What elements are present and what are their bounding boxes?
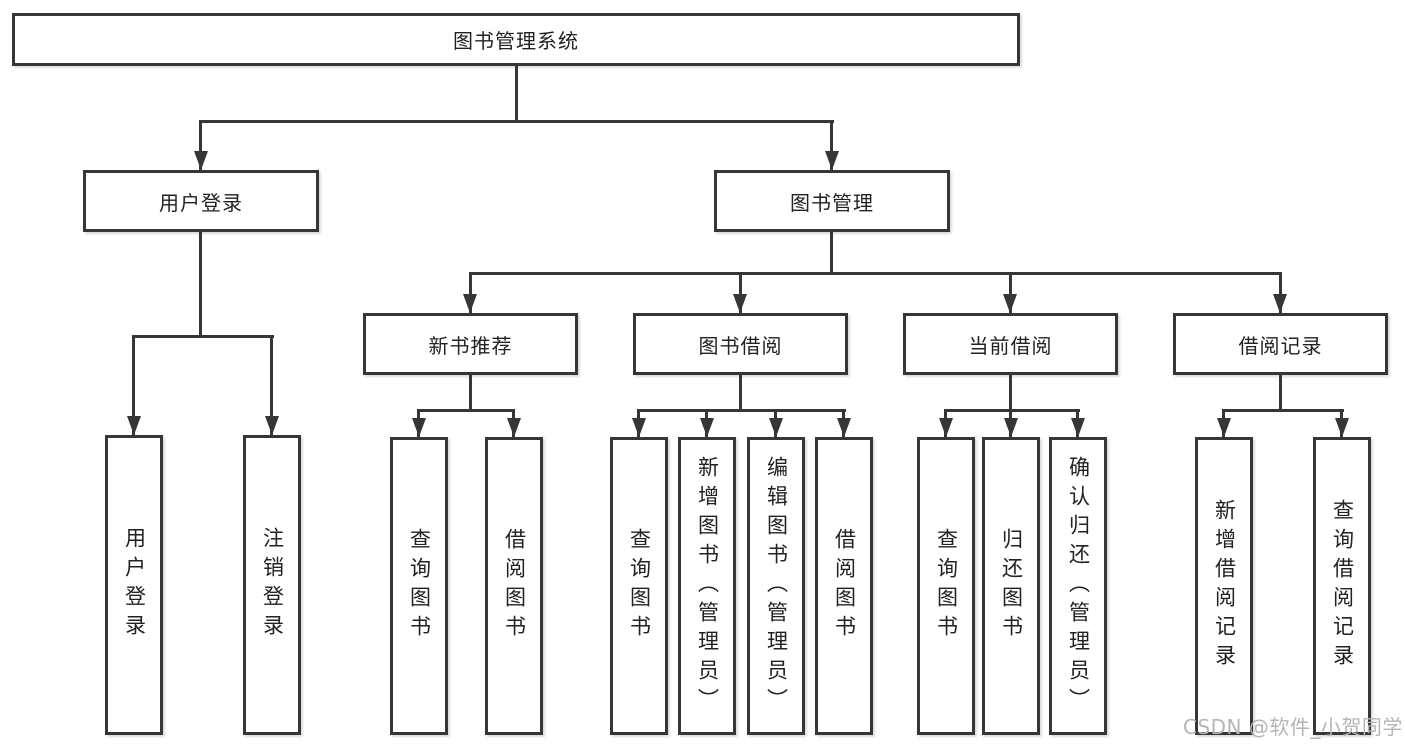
node-current-borrow-label: 当前借阅 — [968, 333, 1053, 358]
arrow-down-icon — [507, 418, 521, 437]
leaf-bb-edit-books-label: 编辑图书（管理员） — [764, 455, 789, 717]
arrow-down-icon — [632, 418, 646, 437]
node-current-borrow: 当前借阅 — [903, 313, 1118, 375]
leaf-cb-query-books: 查询图书 — [917, 437, 975, 735]
connector-line — [199, 232, 202, 335]
leaf-bb-edit-books: 编辑图书（管理员） — [747, 437, 805, 735]
arrow-down-icon — [412, 418, 426, 437]
leaf-bb-query-books-label: 查询图书 — [627, 528, 652, 644]
connector-line — [830, 232, 833, 272]
arrow-down-icon — [939, 418, 953, 437]
connector-line — [469, 272, 472, 313]
leaf-logout: 注销登录 — [243, 435, 301, 735]
connector-line — [1009, 375, 1012, 409]
leaf-br-add-record: 新增借阅记录 — [1195, 437, 1253, 735]
connector-line — [1222, 409, 1344, 412]
node-user-login-label: 用户登录 — [159, 190, 243, 215]
node-user-login: 用户登录 — [83, 170, 319, 232]
arrow-down-icon — [194, 151, 208, 170]
arrow-down-icon — [825, 151, 839, 170]
leaf-user-login: 用户登录 — [105, 435, 163, 735]
leaf-bb-query-books: 查询图书 — [610, 437, 668, 735]
leaf-cb-return-books-label: 归还图书 — [999, 528, 1024, 644]
leaf-cb-return-books: 归还图书 — [982, 437, 1040, 735]
connector-line — [739, 272, 742, 313]
arrow-down-icon — [265, 416, 279, 435]
node-book-borrow: 图书借阅 — [633, 313, 848, 375]
node-borrow-records-label: 借阅记录 — [1238, 333, 1323, 358]
leaf-logout-label: 注销登录 — [260, 527, 285, 643]
leaf-nb-query-books: 查询图书 — [390, 437, 448, 735]
leaf-cb-confirm-return: 确认归还（管理员） — [1049, 437, 1107, 735]
arrow-down-icon — [769, 418, 783, 437]
connector-line — [1279, 272, 1282, 313]
leaf-user-login-label: 用户登录 — [122, 527, 147, 643]
connector-line — [417, 409, 515, 412]
connector-line — [270, 335, 273, 435]
arrow-down-icon — [463, 294, 477, 313]
leaf-bb-add-books: 新增图书（管理员） — [678, 437, 736, 735]
leaf-nb-borrow-books-label: 借阅图书 — [502, 528, 527, 644]
leaf-bb-borrow-books-label: 借阅图书 — [832, 528, 857, 644]
arrow-down-icon — [733, 294, 747, 313]
connector-line — [944, 409, 1080, 412]
connector-line — [830, 120, 833, 170]
arrow-down-icon — [1273, 294, 1287, 313]
arrow-down-icon — [1071, 418, 1085, 437]
connector-line — [1009, 272, 1012, 313]
csdn-watermark: CSDN @软件_小贺同学 — [1183, 715, 1403, 739]
arrow-down-icon — [837, 418, 851, 437]
arrow-down-icon — [127, 416, 141, 435]
connector-line — [637, 409, 846, 412]
connector-line — [132, 335, 274, 338]
leaf-nb-borrow-books: 借阅图书 — [485, 437, 543, 735]
leaf-nb-query-books-label: 查询图书 — [407, 528, 432, 644]
arrow-down-icon — [1003, 294, 1017, 313]
connector-line — [739, 375, 742, 409]
node-book-management-label: 图书管理 — [790, 190, 874, 215]
arrow-down-icon — [1004, 418, 1018, 437]
node-root-label: 图书管理系统 — [453, 29, 579, 53]
leaf-br-query-record-label: 查询借阅记录 — [1330, 499, 1355, 673]
leaf-br-query-record: 查询借阅记录 — [1313, 437, 1371, 735]
connector-line — [469, 375, 472, 409]
node-book-management: 图书管理 — [714, 170, 950, 232]
arrow-down-icon — [700, 418, 714, 437]
leaf-br-add-record-label: 新增借阅记录 — [1212, 499, 1237, 673]
leaf-bb-borrow-books: 借阅图书 — [815, 437, 873, 735]
leaf-cb-query-books-label: 查询图书 — [934, 528, 959, 644]
node-book-borrow-label: 图书借阅 — [698, 333, 783, 358]
leaf-cb-confirm-return-label: 确认归还（管理员） — [1066, 455, 1091, 717]
node-new-book-recommend: 新书推荐 — [363, 313, 578, 375]
arrow-down-icon — [1335, 418, 1349, 437]
node-root: 图书管理系统 — [12, 13, 1020, 66]
connector-line — [469, 272, 1282, 275]
node-borrow-records: 借阅记录 — [1173, 313, 1388, 375]
connector-line — [1279, 375, 1282, 409]
connector-line — [199, 120, 202, 170]
arrow-down-icon — [1217, 418, 1231, 437]
leaf-bb-add-books-label: 新增图书（管理员） — [695, 455, 720, 717]
connector-line — [132, 335, 135, 435]
connector-line — [515, 66, 518, 120]
node-new-book-recommend-label: 新书推荐 — [428, 333, 513, 358]
connector-line — [199, 120, 834, 123]
